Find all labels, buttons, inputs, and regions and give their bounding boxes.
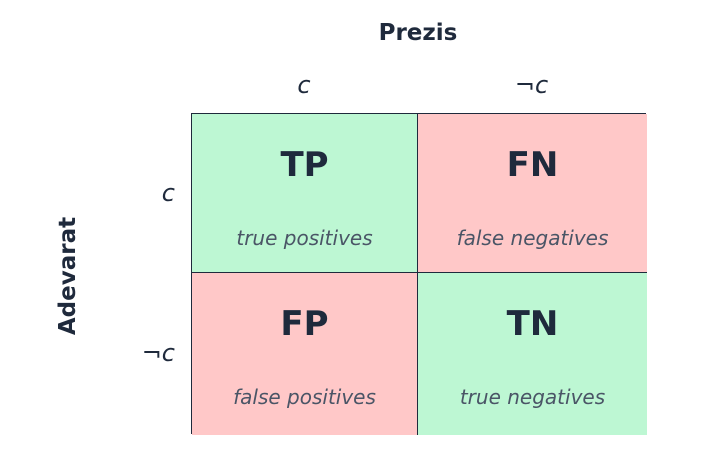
cell-description: false positives (233, 385, 376, 409)
cell-false-negatives: FN false negatives (418, 114, 647, 273)
cell-abbreviation: FN (506, 145, 559, 185)
cell-abbreviation: FP (280, 304, 329, 344)
row-label-not-c: ¬c (141, 339, 175, 367)
column-axis-title: Prezis (378, 20, 458, 46)
confusion-matrix: TP true positives FN false negatives FP … (191, 113, 647, 435)
cell-true-positives: TP true positives (192, 114, 418, 273)
column-label-not-c: ¬c (514, 71, 549, 99)
cell-abbreviation: TN (506, 304, 559, 344)
row-axis-title: Adevarat (55, 216, 81, 336)
cell-description: true positives (236, 226, 373, 250)
cell-description: false negatives (456, 226, 609, 250)
row-label-c: c (161, 179, 175, 207)
cell-description: true negatives (459, 385, 606, 409)
cell-true-negatives: TN true negatives (418, 273, 647, 435)
cell-false-positives: FP false positives (192, 273, 418, 435)
cell-abbreviation: TP (280, 145, 329, 185)
column-label-c: c (297, 71, 311, 99)
